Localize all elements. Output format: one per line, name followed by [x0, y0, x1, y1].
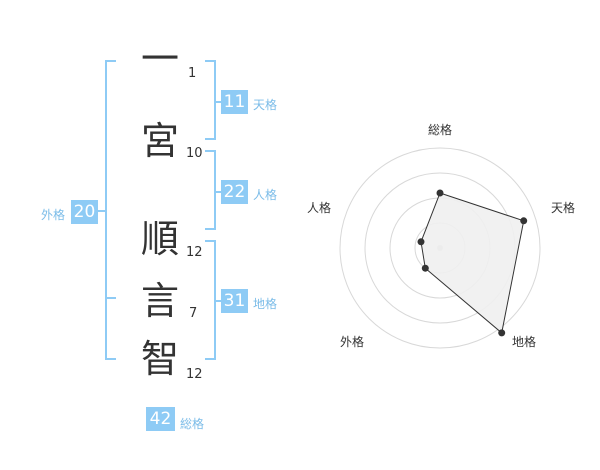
- radar-ring-4: [339, 147, 541, 349]
- radar-point-1: [436, 189, 444, 197]
- radar-points: [417, 189, 528, 337]
- name-char-1: 一: [140, 37, 179, 81]
- stroke-count-4: 7: [189, 306, 198, 321]
- jinkaku-label: 人格: [253, 188, 278, 202]
- jinkaku-bracket-stub: [216, 191, 222, 193]
- jinkaku-bracket-top: [205, 150, 216, 152]
- radar-area: [420, 192, 525, 334]
- axis-label-jinkaku: 人格: [307, 200, 331, 215]
- jinkaku-value: 22: [221, 180, 248, 204]
- name-char-5: 智: [140, 337, 179, 381]
- outer-bracket-mid: [105, 297, 116, 299]
- axis-label-gaikaku: 外格: [340, 334, 364, 349]
- radar-point-2: [520, 217, 528, 225]
- stroke-count-1: 1: [188, 66, 197, 81]
- gaikaku-label: 外格: [41, 208, 66, 222]
- radar-point-5: [417, 238, 425, 246]
- axis-label-tenkaku: 天格: [551, 200, 575, 215]
- stroke-count-5: 12: [186, 367, 203, 382]
- chikaku-bracket-bottom: [205, 358, 216, 360]
- radar-point-4: [421, 264, 429, 272]
- stroke-count-3: 12: [186, 245, 203, 260]
- tenkaku-bracket-bottom: [205, 138, 216, 140]
- chikaku-bracket-stub: [216, 300, 222, 302]
- name-char-4: 言: [140, 279, 179, 323]
- soukaku-label: 総格: [180, 417, 205, 431]
- tenkaku-bracket-vertical: [214, 60, 216, 140]
- chikaku-label: 地格: [253, 297, 278, 311]
- tenkaku-bracket-stub: [216, 101, 222, 103]
- tenkaku-label: 天格: [253, 98, 278, 112]
- chikaku-bracket-top: [205, 240, 216, 242]
- tenkaku-bracket-top: [205, 60, 216, 62]
- jinkaku-bracket-bottom: [205, 228, 216, 230]
- outer-bracket-stub: [97, 210, 105, 212]
- chikaku-bracket-vertical: [214, 240, 216, 360]
- tenkaku-value: 11: [221, 90, 248, 114]
- outer-bracket-top: [105, 60, 116, 62]
- stroke-count-2: 10: [186, 146, 203, 161]
- radar-point-3: [498, 329, 506, 337]
- axis-label-chikaku: 地格: [512, 334, 536, 349]
- gaikaku-value: 20: [71, 200, 98, 224]
- soukaku-value: 42: [146, 407, 175, 431]
- jinkaku-bracket-vertical: [214, 150, 216, 230]
- chikaku-value: 31: [221, 289, 248, 313]
- outer-bracket-bottom: [105, 358, 116, 360]
- axis-label-soukaku: 総格: [428, 122, 452, 137]
- name-char-2: 宮: [140, 119, 179, 163]
- outer-bracket-vertical: [105, 60, 107, 360]
- name-char-3: 順: [140, 217, 179, 261]
